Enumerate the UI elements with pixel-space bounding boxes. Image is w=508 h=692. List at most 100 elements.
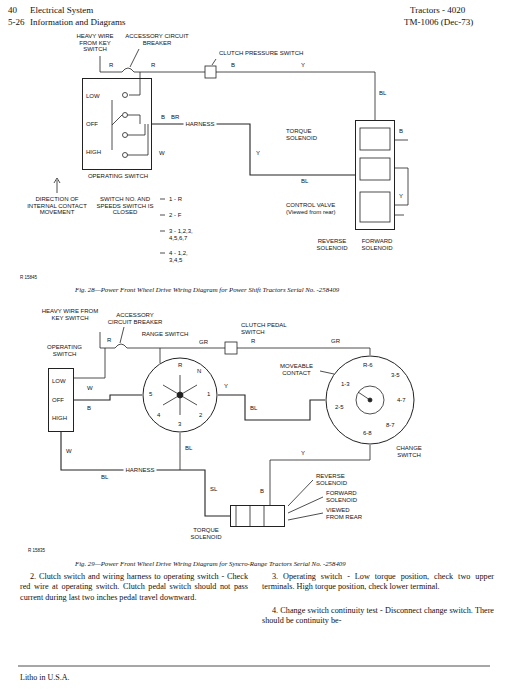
wire-color: Y (398, 193, 404, 200)
contact-number: 3 (177, 421, 182, 428)
contact-number: 1-3 (340, 381, 351, 388)
wire-stroke (320, 371, 334, 374)
part-label: CLUTCH PEDAL SWITCH (240, 322, 302, 335)
component-label: TORQUE SOLENOID (185, 527, 227, 540)
part-label: 4 - 1,2, 3,4,5 (168, 250, 200, 263)
part-label: SWITCH NO. AND SPEEDS SWITCH IS CLOSED (90, 196, 160, 216)
wire-stroke (54, 178, 60, 193)
contact-number: 2 (198, 412, 203, 419)
component-label: VIEWED FROM REAR (325, 507, 367, 520)
component-label: FORWARD SOLENOID (325, 490, 377, 503)
wire-color: W (158, 150, 166, 157)
figure-caption: Fig. 28—Power Front Wheel Drive Wiring D… (75, 286, 339, 294)
wire-color: GR (198, 339, 209, 346)
wire-stroke (216, 72, 375, 120)
harness-wire (152, 124, 355, 175)
wire-color: BL (184, 445, 193, 452)
wire-stroke (127, 348, 225, 349)
contact-number: 2-5 (334, 404, 345, 411)
part-label: HEAVY WIRE FROM KEY SWITCH (40, 308, 100, 321)
wire-stroke (356, 386, 384, 414)
wire-stroke (160, 348, 161, 363)
wire-color: W (86, 385, 94, 392)
wire-stroke (236, 505, 264, 527)
wire-stroke (128, 115, 149, 155)
fig29-wiring (74, 327, 384, 527)
footer-rule (18, 666, 490, 667)
contact-number: 4-7 (396, 397, 407, 404)
harness-wire (218, 395, 325, 420)
wire-stroke (163, 375, 197, 415)
wire-color: BL (300, 178, 309, 185)
component-outline (355, 120, 395, 230)
page-header: Tractors - 4020 (410, 5, 465, 15)
switch-position: OFF (52, 397, 64, 404)
page-header: 40 (8, 5, 17, 15)
component-outline (230, 505, 285, 527)
wire-color: B (398, 128, 404, 135)
component-label: REVERSE SOLENOID (315, 473, 367, 486)
contact-number: 6-8 (362, 430, 373, 437)
component-outline: LOW OFF HIGH (48, 368, 74, 432)
part-label: CLUTCH PRESSURE SWITCH (218, 50, 315, 57)
wire-stroke (368, 398, 372, 402)
page-header: Electrical System (30, 5, 93, 15)
contact-number: N (196, 368, 202, 375)
wire-color: R (250, 338, 256, 345)
wire-stroke (205, 66, 216, 78)
wire-color: B (86, 405, 92, 412)
wire-stroke (360, 128, 390, 150)
switch-position: LOW (86, 93, 100, 100)
body-text: 4. Change switch continuity test - Disco… (262, 606, 494, 627)
wire-stroke (122, 68, 134, 72)
fig28-wiring (54, 49, 408, 253)
wire-stroke (212, 59, 216, 65)
wire-color: B (259, 488, 265, 495)
wire-color: R (108, 62, 114, 69)
component-label: OPERATING SWITCH (82, 173, 154, 180)
part-label: DIRECTION OF INTERNAL CONTACT MOVEMENT (26, 196, 88, 216)
wire-color: B (160, 114, 166, 121)
harness-wire (74, 395, 142, 400)
wire-stroke (120, 327, 124, 343)
control-valve: TORQUE SOLENOIDCONTROL VALVE (Viewed fro… (355, 120, 395, 230)
component-label: REVERSE SOLENOID (310, 238, 354, 251)
part-label: HEAVY WIRE FROM KEY SWITCH (66, 33, 124, 53)
footer-text: Litho in U.S.A. (20, 674, 70, 683)
wire-stroke (237, 348, 370, 355)
wire-color: BR (170, 114, 180, 121)
component-label: RANGE SWITCH (134, 331, 196, 338)
wire-stroke (129, 72, 140, 95)
wire-color: GR (330, 338, 341, 345)
figure-caption: Fig. 29—Power Front Wheel Drive Wiring D… (75, 560, 346, 568)
page-header: TM-1006 (Dec-73) (404, 17, 473, 27)
circle-stroke (326, 356, 414, 444)
switch-box: LOWOFFHIGHOPERATING SWITCH (82, 78, 152, 170)
wire-stroke (123, 93, 128, 98)
component-label: OPERATING SWITCH (36, 344, 93, 357)
page-header: Information and Diagrams (30, 17, 125, 27)
wire-stroke (100, 332, 115, 348)
contact-number: 3-5 (390, 372, 401, 379)
wire-stroke (123, 113, 128, 118)
contact-number: 1 (206, 391, 211, 398)
switch-box: LOWOFFHIGHOPERATING SWITCH (48, 368, 74, 432)
switch-position: LOW (52, 378, 66, 385)
contact-number: R-6 (362, 362, 374, 369)
switch-position: OFF (86, 121, 98, 128)
switch-position: HIGH (52, 415, 67, 422)
wire-color: BL (249, 405, 258, 412)
harness-wire (61, 432, 230, 516)
component-label: TORQUE SOLENOID (285, 128, 342, 141)
contact-number: R (177, 362, 183, 369)
wire-stroke (360, 192, 390, 222)
part-label: ACCESSORY CIRCUIT BREAKER (104, 312, 166, 325)
component-outline: LOWOFFHIGH (82, 78, 152, 170)
wire-stroke (112, 100, 122, 150)
component-label: FORWARD SOLENOID (355, 238, 399, 251)
circle-stroke (143, 358, 217, 432)
wire-color: SL (209, 486, 218, 493)
wire-stroke (134, 72, 205, 73)
contact-number: 4 (156, 412, 161, 419)
wire-stroke (360, 158, 390, 180)
